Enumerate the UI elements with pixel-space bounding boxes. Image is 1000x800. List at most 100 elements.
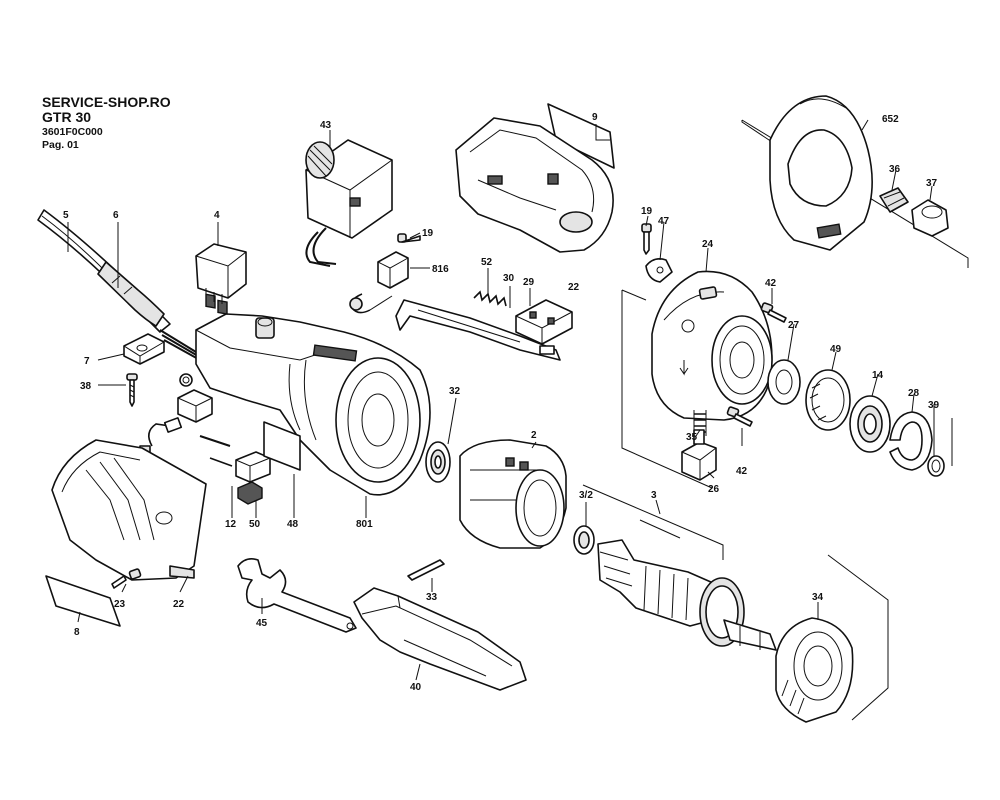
carbon-brush xyxy=(235,451,271,483)
label-37: 37 xyxy=(926,178,938,189)
label-26: 26 xyxy=(708,484,720,495)
bearing-icon xyxy=(849,395,891,453)
label-42-upper: 42 xyxy=(765,278,777,289)
cable-clamp xyxy=(123,333,165,365)
label-7: 7 xyxy=(84,356,90,367)
needle-bearing xyxy=(805,369,851,431)
label-39: 39 xyxy=(928,400,940,411)
screw-icon xyxy=(111,568,142,589)
label-14: 14 xyxy=(872,370,884,381)
lock-bar xyxy=(395,299,561,361)
spring-icon xyxy=(693,410,707,436)
label-22-lower: 22 xyxy=(173,599,185,610)
screw-icon xyxy=(726,406,753,427)
screw-icon xyxy=(126,373,138,407)
label-42-lower: 42 xyxy=(736,466,748,477)
assembly-frame-24 xyxy=(621,289,953,489)
label-32: 32 xyxy=(449,386,461,397)
label-43: 43 xyxy=(320,120,332,131)
label-12: 12 xyxy=(225,519,237,530)
cable-wires xyxy=(159,329,201,361)
spring-clamp-lever xyxy=(353,587,527,691)
screw-icon xyxy=(760,302,787,323)
label-652: 652 xyxy=(882,114,899,125)
label-3-2: 3/2 xyxy=(579,490,593,501)
brush-holder xyxy=(349,251,409,314)
brush-contact xyxy=(199,435,233,467)
label-8: 8 xyxy=(74,627,80,638)
bearing-icon xyxy=(573,525,595,555)
collet-part xyxy=(879,187,909,213)
spring-icon xyxy=(473,290,507,307)
label-52: 52 xyxy=(481,257,493,268)
label-23: 23 xyxy=(114,599,126,610)
label-4: 4 xyxy=(214,210,220,221)
label-5: 5 xyxy=(63,210,69,221)
screw-icon xyxy=(397,233,421,243)
label-3: 3 xyxy=(651,490,657,501)
brush-cap xyxy=(237,481,263,505)
label-801: 801 xyxy=(356,519,373,530)
page-number: Pag. 01 xyxy=(42,138,79,151)
spanner-wrench xyxy=(237,558,357,633)
label-28: 28 xyxy=(908,388,920,399)
front-handle-cap xyxy=(769,95,873,251)
cable-sleeve xyxy=(97,261,165,327)
switch-part xyxy=(195,243,247,315)
label-22-upper: 22 xyxy=(568,282,580,293)
brush-box xyxy=(177,389,213,423)
label-33: 33 xyxy=(426,592,438,603)
label-816: 816 xyxy=(432,264,449,275)
collet-nut xyxy=(911,199,949,237)
part-number: 3601F0C000 xyxy=(42,126,103,138)
label-36: 36 xyxy=(889,164,901,175)
drive-gear xyxy=(699,577,777,651)
label-35: 35 xyxy=(686,432,698,443)
electronic-module xyxy=(305,139,393,267)
field-stator xyxy=(459,439,567,549)
label-19-lower: 19 xyxy=(641,206,653,217)
label-29: 29 xyxy=(523,277,535,288)
diagram-header: SERVICE-SHOP.RO GTR 30 3601F0C000 Pag. 0… xyxy=(42,95,171,150)
handle-shell xyxy=(51,439,207,581)
label-24: 24 xyxy=(702,239,714,250)
label-34: 34 xyxy=(812,592,824,603)
handle-label xyxy=(45,575,121,627)
label-45: 45 xyxy=(256,618,268,629)
label-49: 49 xyxy=(830,344,842,355)
label-50: 50 xyxy=(249,519,261,530)
label-9: 9 xyxy=(592,112,598,123)
leader-lines xyxy=(67,119,935,681)
bearing-icon xyxy=(425,441,451,483)
label-38: 38 xyxy=(80,381,92,392)
lock-pin-block xyxy=(681,429,717,481)
label-2: 2 xyxy=(531,430,537,441)
ring-icon xyxy=(927,455,945,477)
slide-block xyxy=(515,299,573,345)
label-6: 6 xyxy=(113,210,119,221)
housing-half-upper xyxy=(455,117,614,253)
pin-part xyxy=(407,559,445,581)
screw-icon xyxy=(641,223,652,255)
label-19-upper: 19 xyxy=(422,228,434,239)
assembly-frame-3 xyxy=(582,484,889,721)
locking-lever xyxy=(645,258,673,283)
fan-baffle xyxy=(775,617,854,723)
insulation-sheet xyxy=(263,421,301,471)
label-27: 27 xyxy=(788,320,800,331)
part-labels: 5 6 4 43 9 19 816 52 30 29 22 7 38 32 2 … xyxy=(63,112,940,693)
label-48: 48 xyxy=(287,519,299,530)
spring-icon xyxy=(179,373,193,387)
cover-label-part xyxy=(547,103,615,169)
model-name: GTR 30 xyxy=(42,109,92,125)
gear-housing xyxy=(651,270,773,421)
retaining-ring xyxy=(889,411,933,471)
label-30: 30 xyxy=(503,273,515,284)
label-40: 40 xyxy=(410,682,422,693)
carbon-brush-wire xyxy=(139,417,183,455)
motor-housing xyxy=(195,313,431,496)
shop-name: SERVICE-SHOP.RO xyxy=(42,94,171,110)
label-47: 47 xyxy=(658,216,670,227)
ring-icon xyxy=(767,359,801,405)
